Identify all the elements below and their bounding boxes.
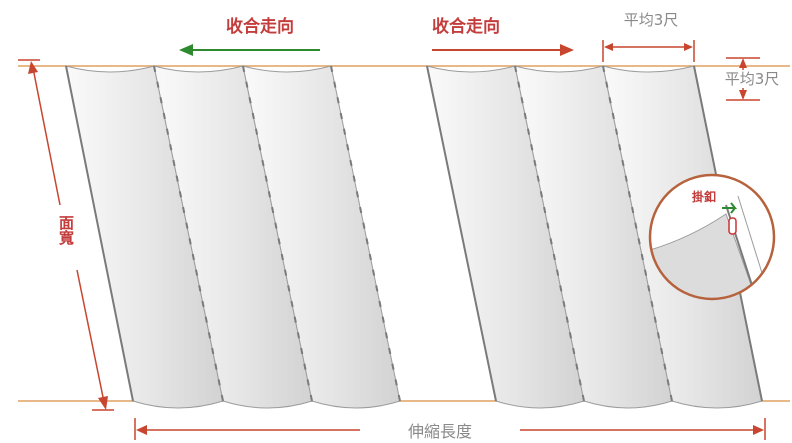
face-width-label: 面寬 bbox=[57, 215, 75, 246]
fold-direction-left-label: 收合走向 bbox=[226, 16, 294, 37]
hook-clip-icon bbox=[728, 217, 737, 235]
right-fold-arrow bbox=[432, 44, 574, 56]
left-fold-arrow bbox=[179, 44, 320, 56]
extended-length-label: 伸縮長度 bbox=[408, 422, 472, 441]
left-panel-group bbox=[65, 65, 401, 409]
average-height-dimension bbox=[726, 57, 760, 101]
extended-length-dimension bbox=[134, 418, 766, 440]
average-width-dimension bbox=[602, 40, 695, 62]
average-height-label: 平均3尺 bbox=[725, 70, 780, 88]
fold-direction-right-label: 收合走向 bbox=[432, 16, 500, 37]
face-width-dimension bbox=[18, 59, 114, 411]
hook-detail-magnifier bbox=[648, 173, 776, 301]
average-width-label: 平均3尺 bbox=[624, 11, 679, 29]
green-arrow-icon bbox=[722, 202, 738, 214]
hook-detail-label: 掛釦 bbox=[692, 189, 716, 204]
